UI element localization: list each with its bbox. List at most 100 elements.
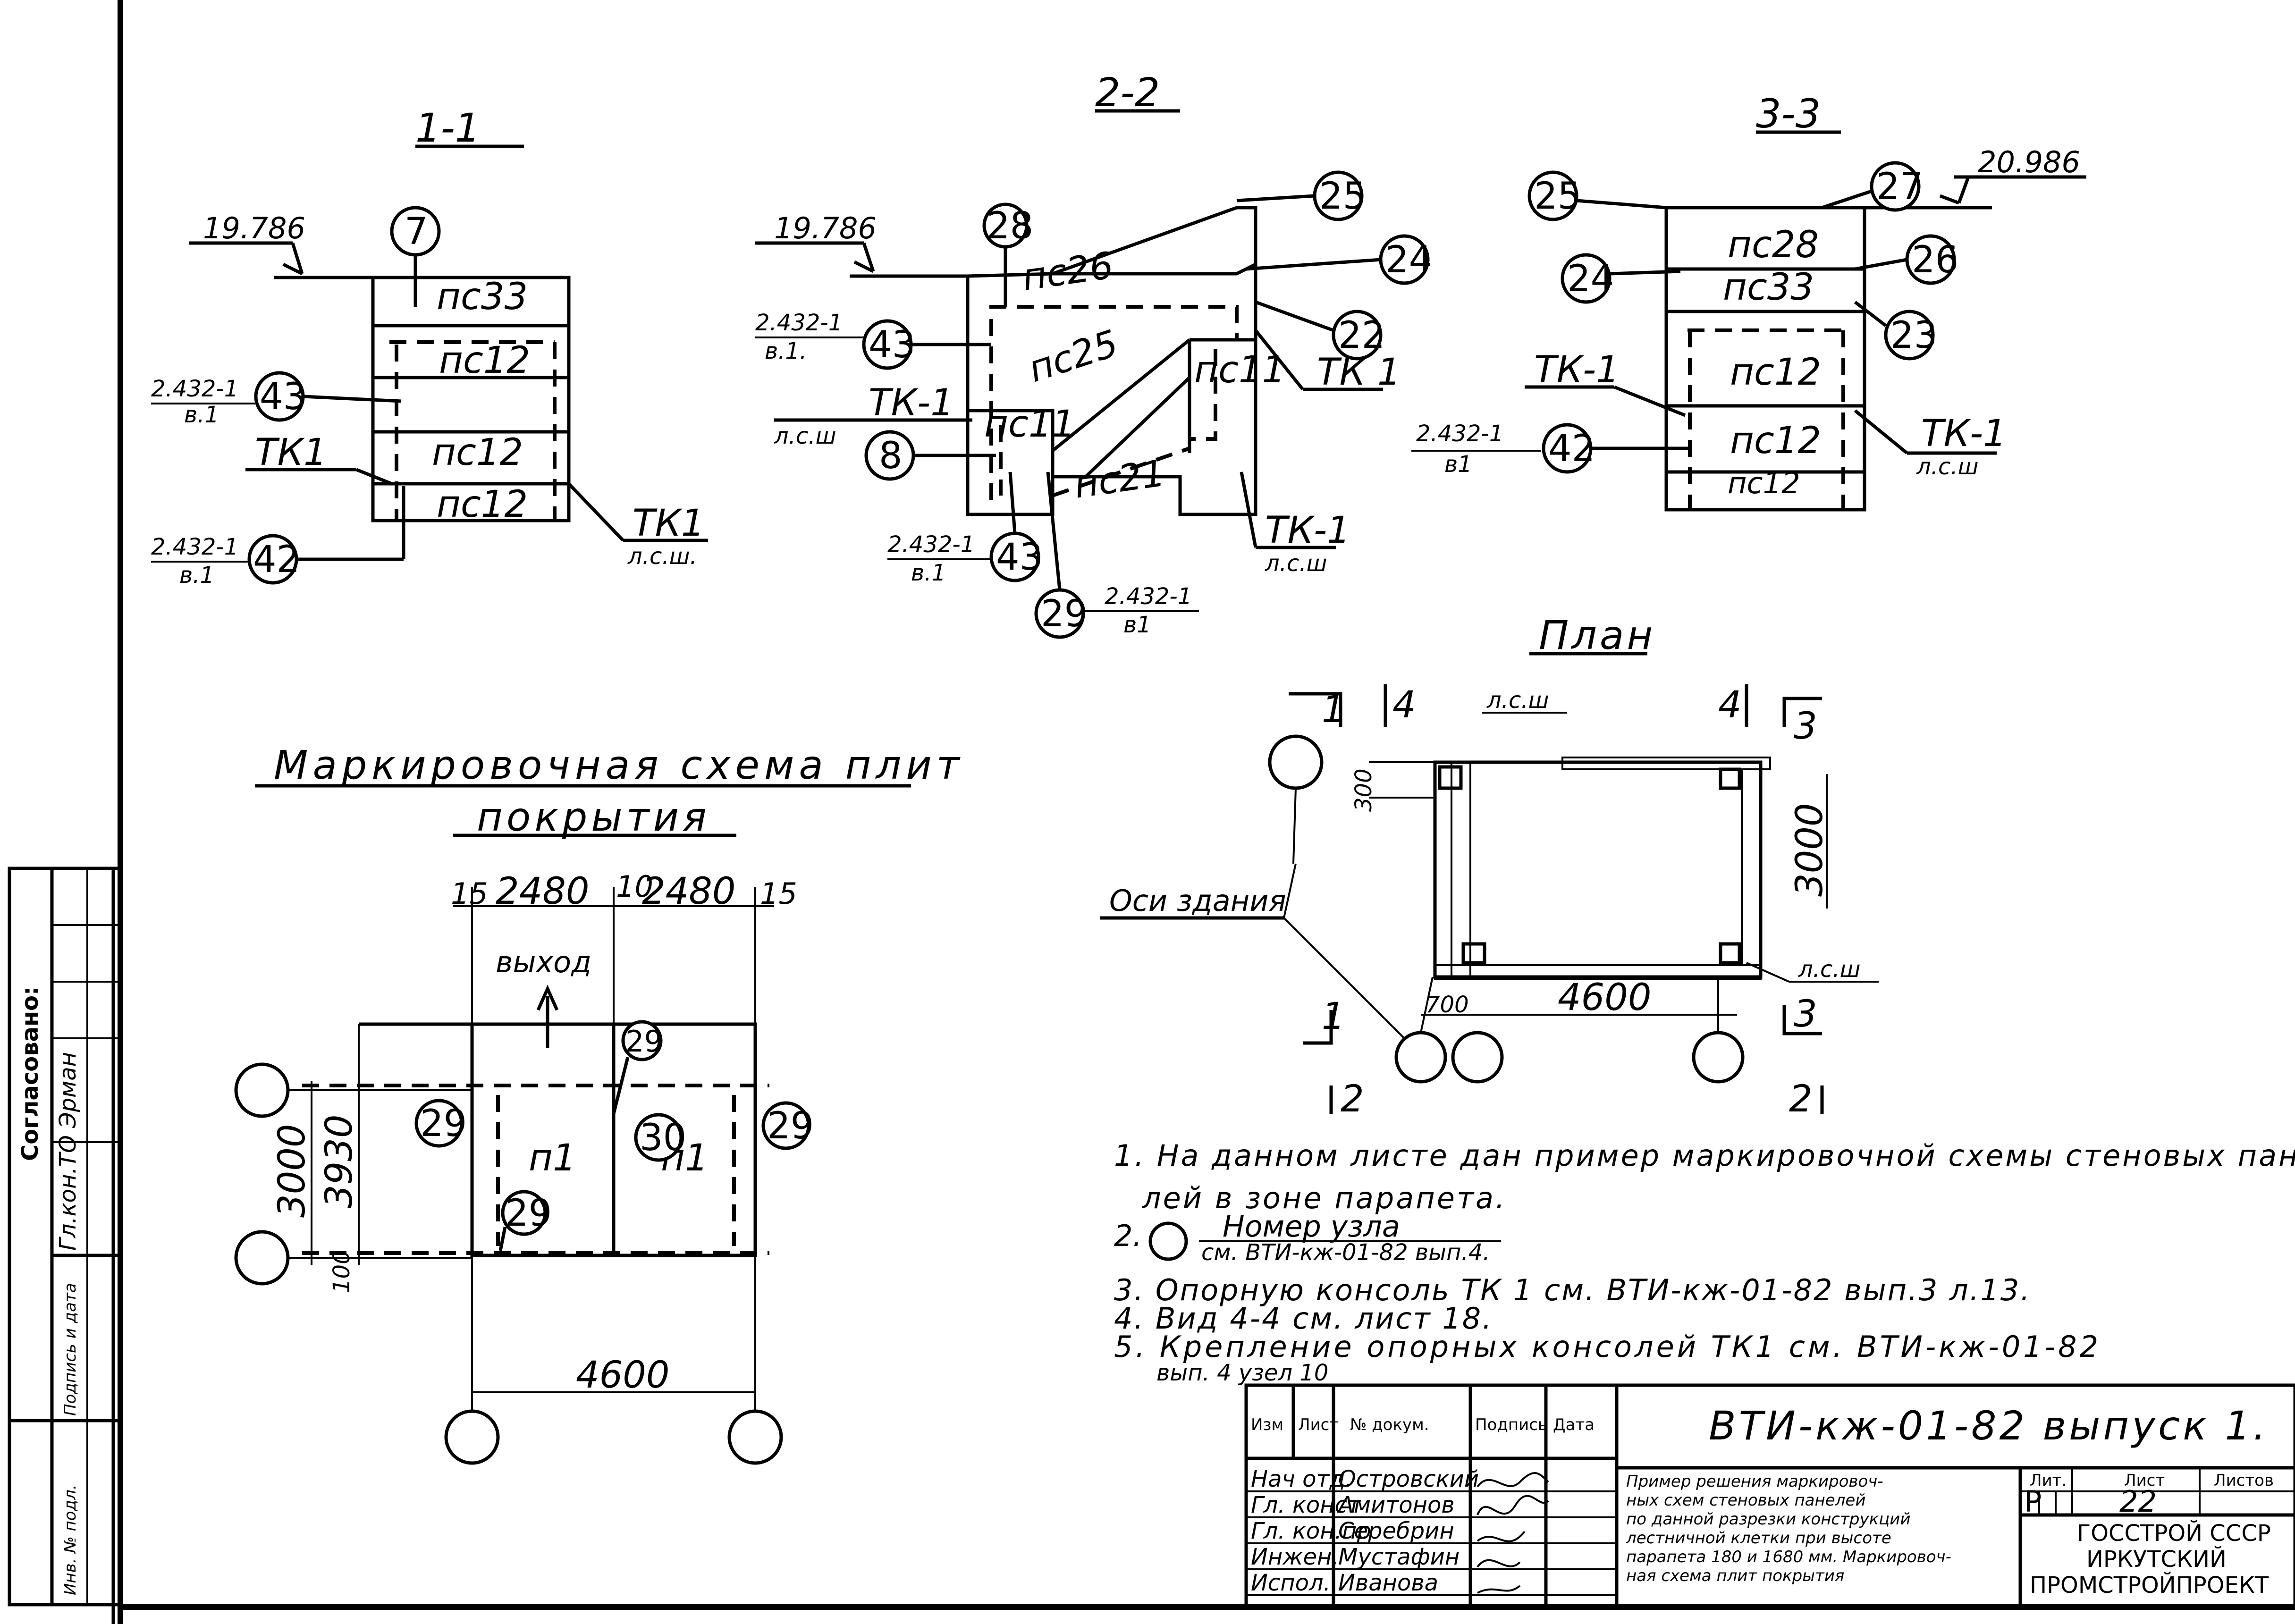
section-3-3-title: 3-3	[1756, 91, 1821, 137]
s22-tk-right-bot-sub: л.с.ш	[1265, 550, 1327, 577]
s33-node-24: 24	[1567, 258, 1614, 300]
s11-tk-right: ТК1	[633, 502, 705, 545]
s22-r43b-bot: в.1	[911, 560, 946, 586]
plan-dim-4600: 4600	[1558, 976, 1652, 1019]
tb-stage-h: Лит.	[2030, 1471, 2067, 1490]
roof-dim-3930: 3930	[318, 1114, 361, 1208]
tb-h-izm: Изм	[1251, 1415, 1283, 1434]
s11-node-7: 7	[405, 210, 428, 253]
tb-role-3: Гл. кон.пр	[1251, 1518, 1371, 1544]
tb-desc-3: по данной разрезки конструкций	[1626, 1510, 1911, 1529]
s33-panel-pc12b: пс12	[1730, 420, 1821, 462]
tb-org-1: ГОССТРОЙ СССР	[2077, 1520, 2271, 1547]
plan-cut-2b: 2	[1789, 1078, 1813, 1120]
s33-panel-pc12a: пс12	[1730, 351, 1821, 394]
s22-panel-pc25: пс25	[1023, 322, 1123, 391]
roof-node-29c: 29	[767, 1105, 814, 1147]
note-5a: 5. Крепление опорных консолей ТК1 см. ВТ…	[1114, 1329, 2101, 1364]
s22-node-22: 22	[1338, 314, 1385, 357]
plan: План л.с.ш Оси здания 300 3000 700 4600	[1100, 612, 1879, 1120]
s22-level: 19.786	[774, 211, 877, 245]
tb-name-3: Серебрин	[1338, 1518, 1454, 1544]
s11-node-43: 43	[260, 376, 306, 418]
s22-node-29: 29	[1041, 593, 1088, 635]
s33-r42-top: 2.432-1	[1416, 421, 1503, 447]
s33-panel-pc33: пс33	[1723, 266, 1814, 309]
tb-name-1: Островский	[1338, 1466, 1479, 1492]
s11-r42-bot: в.1	[179, 562, 214, 589]
roof-title-1: Маркировочная схема плит	[274, 742, 964, 788]
s11-level: 19.786	[203, 211, 305, 245]
s22-panel-pc26: пс26	[1020, 244, 1116, 299]
plan-cut-2a: 2	[1341, 1078, 1364, 1120]
stamp-inv: Инв. № подл.	[61, 1484, 80, 1595]
s22-r29-top: 2.432-1	[1105, 583, 1192, 610]
s22-panel-pc11a: пс11	[984, 403, 1075, 446]
note-1b: лей в зоне парапета.	[1142, 1181, 1507, 1215]
roof-dim-2480b: 2480	[642, 870, 736, 913]
s22-node-43a: 43	[869, 324, 915, 366]
s33-tk-right-sub: л.с.ш	[1916, 454, 1979, 480]
roof-dim-10: 10	[616, 869, 653, 904]
s33-node-26: 26	[1912, 239, 1958, 281]
tb-h-date: Дата	[1553, 1415, 1595, 1434]
tb-h-doc: № докум.	[1350, 1415, 1429, 1434]
s22-node-8: 8	[879, 435, 903, 477]
s22-panel-pc11b: пс11	[1194, 349, 1285, 391]
tb-name-2: Амитонов	[1337, 1492, 1455, 1518]
s33-level: 20.986	[1978, 145, 2080, 179]
tb-name-4: Мустафин	[1338, 1544, 1460, 1570]
tb-sheet-h: Лист	[2124, 1471, 2165, 1490]
roof-dim-15b: 15	[760, 876, 797, 911]
note-1a: 1. На данном листе дан пример маркировоч…	[1114, 1138, 2295, 1173]
s33-node-27: 27	[1876, 166, 1923, 208]
tb-h-sign: Подпись	[1475, 1415, 1547, 1434]
s22-r43-bot: в.1.	[765, 338, 807, 364]
note-2a: Номер узла	[1223, 1209, 1400, 1244]
s33-node-23: 23	[1890, 314, 1937, 357]
tb-org-2: ИРКУТСКИЙ	[2086, 1546, 2227, 1573]
s33-panel-pc12c: пс12	[1728, 466, 1800, 500]
s22-node-25: 25	[1319, 175, 1366, 218]
section-1-1: 1-1 19.786 пс33 пс12 пс12 пс12 7 43 2.43…	[151, 105, 708, 589]
section-2-2-title: 2-2	[1095, 69, 1160, 116]
plan-dim-3000: 3000	[1789, 803, 1831, 897]
s11-r43-bot: в.1	[184, 402, 219, 428]
tb-sheet: 22	[2119, 1484, 2157, 1519]
tb-role-4: Инжен.	[1251, 1544, 1339, 1570]
s11-r42-top: 2.432-1	[151, 534, 238, 560]
roof-dim-4600: 4600	[576, 1354, 670, 1397]
left-stamp: Согласовано: Гл.кон.ТО Эрман Подпись и д…	[8, 867, 122, 1607]
tb-desc-2: ных схем стеновых панелей	[1626, 1491, 1865, 1510]
s22-node-28: 28	[987, 205, 1033, 247]
tb-role-5: Испол.	[1251, 1570, 1331, 1596]
section-1-1-title: 1-1	[415, 105, 480, 151]
tb-h-list: Лист	[1298, 1415, 1339, 1434]
signatures	[1477, 1472, 1549, 1594]
s33-r42-bot: в1	[1444, 451, 1472, 478]
stamp-name1: Гл.кон.ТО Эрман	[55, 1052, 81, 1251]
s22-r43-top: 2.432-1	[755, 310, 843, 336]
plan-ls-top: л.с.ш	[1486, 687, 1549, 714]
s11-r43-top: 2.432-1	[151, 376, 238, 402]
plan-title: План	[1539, 612, 1655, 658]
note-5b: вып. 4 узел 10	[1156, 1360, 1328, 1386]
s22-tk-left: ТК-1	[869, 382, 954, 424]
roof-node-29a: 29	[420, 1102, 467, 1145]
s11-tk-right-sub: л.с.ш.	[627, 543, 697, 570]
s11-panel-4: пс12	[437, 483, 528, 526]
s33-panel-pc28: пс28	[1728, 224, 1819, 266]
plan-cut-1b: 1	[1322, 995, 1345, 1038]
section-3-3: 3-3 20.986 пс28 пс33 пс12 пс12 пс12 25 2…	[1411, 91, 2086, 512]
plan-axis-label: Оси здания	[1109, 884, 1286, 918]
plan-ls-right: л.с.ш	[1798, 956, 1861, 983]
title-block: Изм Лист № докум. Подпись Дата ВТИ-кж-01…	[1244, 1383, 2295, 1609]
tb-name-5: Иванова	[1338, 1570, 1438, 1596]
s22-panel-pc21: пс21	[1072, 452, 1168, 507]
s22-node-43b: 43	[996, 536, 1043, 579]
tb-sheets-h: Листов	[2214, 1471, 2274, 1490]
plan-cut-3b: 3	[1794, 993, 1817, 1035]
s33-tk-left: ТК-1	[1534, 349, 1620, 391]
tb-stage: Р	[2024, 1484, 2042, 1519]
